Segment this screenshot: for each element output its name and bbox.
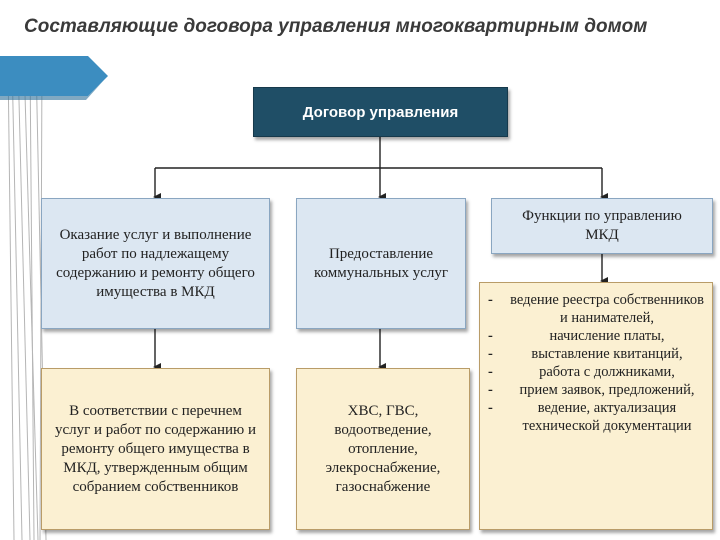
detail-box-utilities: ХВС, ГВС, водоотведение, отопление, элек… bbox=[296, 368, 470, 530]
branch-label-management: Функции по управлению МКД bbox=[522, 208, 682, 243]
detail-text-services: В соответствии с перечнем услуг и работ … bbox=[54, 402, 257, 495]
function-item: -начисление платы, bbox=[488, 328, 665, 344]
detail-text-utilities: ХВС, ГВС, водоотведение, отопление, элек… bbox=[325, 402, 441, 495]
slide-title: Составляющие договора управления многокв… bbox=[24, 16, 648, 37]
detail-box-functions: -ведение реестра собственников и нанимат… bbox=[479, 282, 713, 530]
branch-label-utilities: Предоставление коммунальных услуг bbox=[313, 245, 449, 281]
banner-arrow bbox=[0, 56, 108, 96]
branch-box-services: Оказание услуг и выполнение работ по над… bbox=[41, 198, 270, 329]
branch-label-services: Оказание услуг и выполнение работ по над… bbox=[56, 226, 255, 300]
function-item: -ведение реестра собственников и нанимат… bbox=[488, 292, 704, 326]
function-item: -выставление квитанций, bbox=[488, 346, 683, 362]
root-label: Договор управления bbox=[302, 103, 459, 121]
detail-box-services: В соответствии с перечнем услуг и работ … bbox=[41, 368, 270, 530]
branch-box-utilities: Предоставление коммунальных услуг bbox=[296, 198, 466, 329]
function-item: -работа с должниками, bbox=[488, 364, 675, 380]
function-item: -прием заявок, предложений, bbox=[488, 382, 695, 398]
branch-box-management: Функции по управлению МКД bbox=[491, 198, 713, 254]
root-box: Договор управления bbox=[253, 87, 508, 137]
function-item: -ведение, актуализация технической докум… bbox=[488, 400, 692, 434]
functions-list: -ведение реестра собственников и нанимат… bbox=[480, 291, 712, 435]
